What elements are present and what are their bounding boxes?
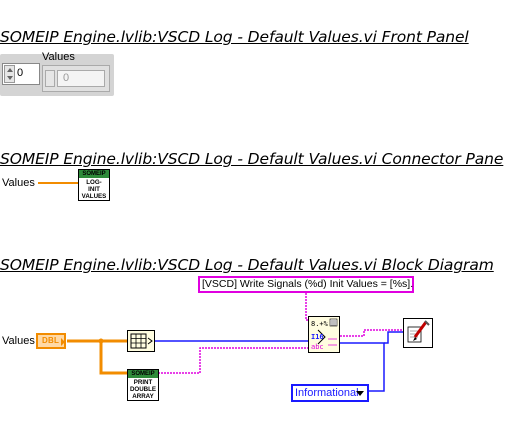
icon-line: VALUES — [81, 193, 107, 200]
array-index-display[interactable]: 0 — [2, 63, 40, 85]
connector-pane-title: SOMEIP Engine.lvlib:VSCD Log - Default V… — [0, 150, 504, 168]
string-wire[interactable] — [158, 293, 403, 374]
icon-line: ARRAY — [132, 393, 154, 400]
log-write-node[interactable] — [403, 318, 433, 348]
array-element-frame: 0 — [42, 65, 110, 92]
log-init-values-subvi-icon[interactable]: SOMEIP LOG- INIT VALUES — [78, 169, 110, 201]
subvi-header: SOMEIP — [79, 170, 109, 178]
icon-line: DOUBLE — [129, 386, 157, 393]
icon-line: PRINT — [133, 379, 153, 386]
icon-line: LOG- — [86, 179, 102, 186]
array-size-icon — [130, 333, 153, 349]
svg-text:abc: abc — [311, 343, 324, 351]
terminal-arrow-icon — [61, 338, 65, 346]
severity-enum-constant[interactable]: Informational — [291, 384, 369, 402]
connector-values-label: Values — [2, 177, 35, 189]
values-terminal-label: Values — [2, 335, 35, 347]
array-element-value: 0 — [63, 72, 70, 84]
connector-wire — [38, 182, 78, 184]
format-into-string-node[interactable]: 8.+% I16 abc — [308, 316, 340, 353]
dropdown-arrow-icon[interactable] — [356, 391, 364, 396]
element-spinner-icon[interactable] — [45, 70, 55, 87]
integer-wire[interactable] — [154, 331, 403, 392]
block-diagram-title: SOMEIP Engine.lvlib:VSCD Log - Default V… — [0, 256, 494, 274]
format-into-string-icon: 8.+% I16 abc — [311, 318, 338, 351]
log-pen-icon — [407, 320, 430, 343]
dbl-type-label: DBL — [42, 336, 60, 345]
array-index-value: 0 — [17, 67, 24, 79]
values-array-label: Values — [42, 51, 75, 63]
array-size-node[interactable] — [127, 330, 155, 352]
severity-value: Informational — [295, 387, 359, 399]
subvi-icon-text: PRINT DOUBLE ARRAY — [128, 379, 158, 400]
front-panel-title: SOMEIP Engine.lvlib:VSCD Log - Default V… — [0, 28, 469, 46]
svg-text:8.+%: 8.+% — [311, 320, 329, 328]
print-double-array-subvi-icon[interactable]: SOMEIP PRINT DOUBLE ARRAY — [127, 369, 159, 401]
subvi-icon-text: LOG- INIT VALUES — [79, 179, 109, 200]
index-spinner-icon[interactable] — [4, 65, 15, 83]
array-element-field[interactable]: 0 — [57, 70, 105, 87]
svg-text:I16: I16 — [311, 333, 324, 341]
subvi-header: SOMEIP — [128, 370, 158, 378]
numeric-array-wire[interactable] — [67, 339, 127, 375]
wire-junction — [98, 338, 104, 344]
format-string-constant[interactable]: [VSCD] Write Signals (%d) Init Values = … — [198, 276, 414, 293]
values-dbl-terminal[interactable]: DBL — [36, 333, 66, 349]
icon-line: INIT — [88, 186, 100, 193]
